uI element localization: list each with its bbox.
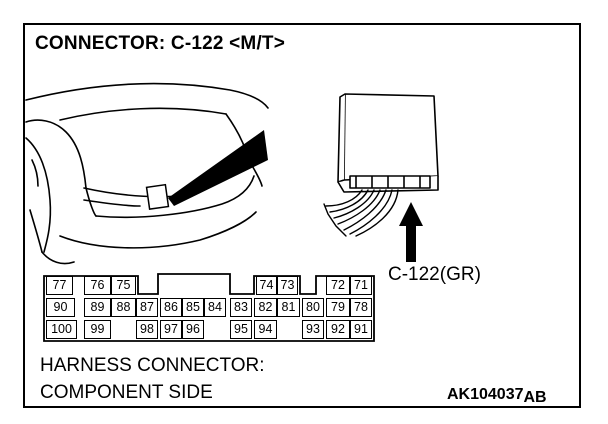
pin-86: 86	[160, 298, 182, 317]
pin-90: 90	[46, 298, 75, 317]
pin-81: 81	[277, 298, 300, 317]
diagram-title: CONNECTOR: C-122 <M/T>	[35, 33, 286, 54]
pin-95: 95	[230, 320, 252, 339]
pin-80: 80	[302, 298, 324, 317]
pin-71: 71	[350, 276, 372, 295]
pin-84: 84	[204, 298, 226, 317]
figure-id-suffix: AB	[523, 389, 547, 406]
pin-96: 96	[182, 320, 204, 339]
figure-id: AK104037AB	[447, 386, 547, 406]
harness-caption-line2: COMPONENT SIDE	[40, 382, 213, 403]
pin-76: 76	[84, 276, 111, 295]
pin-85: 85	[182, 298, 204, 317]
dashboard-drawing	[25, 82, 269, 265]
dash-connector-icon	[145, 183, 170, 210]
pin-82: 82	[254, 298, 277, 317]
pin-89: 89	[84, 298, 111, 317]
terminal-block-outline	[43, 273, 375, 342]
pin-73: 73	[277, 276, 298, 295]
pin-88: 88	[111, 298, 136, 317]
pin-78: 78	[350, 298, 372, 317]
pin-94: 94	[254, 320, 277, 339]
connector-arrow-icon	[399, 202, 423, 262]
wire-harness	[323, 189, 399, 237]
pin-87: 87	[136, 298, 158, 317]
pin-100: 100	[46, 320, 77, 339]
pin-79: 79	[326, 298, 350, 317]
diagram-frame	[23, 23, 581, 408]
pin-77: 77	[46, 276, 73, 295]
connector-label: C-122(GR)	[388, 264, 481, 285]
pin-72: 72	[326, 276, 350, 295]
pin-83: 83	[230, 298, 252, 317]
pin-92: 92	[326, 320, 350, 339]
pin-91: 91	[350, 320, 372, 339]
pin-97: 97	[160, 320, 182, 339]
pin-93: 93	[302, 320, 324, 339]
pin-99: 99	[84, 320, 111, 339]
figure-id-main: AK104037	[447, 386, 524, 403]
harness-caption-line1: HARNESS CONNECTOR:	[40, 355, 265, 376]
component-module-icon	[337, 93, 439, 193]
location-pointer	[168, 130, 268, 206]
pin-74: 74	[256, 276, 277, 295]
pin-75: 75	[111, 276, 136, 295]
pin-98: 98	[136, 320, 158, 339]
